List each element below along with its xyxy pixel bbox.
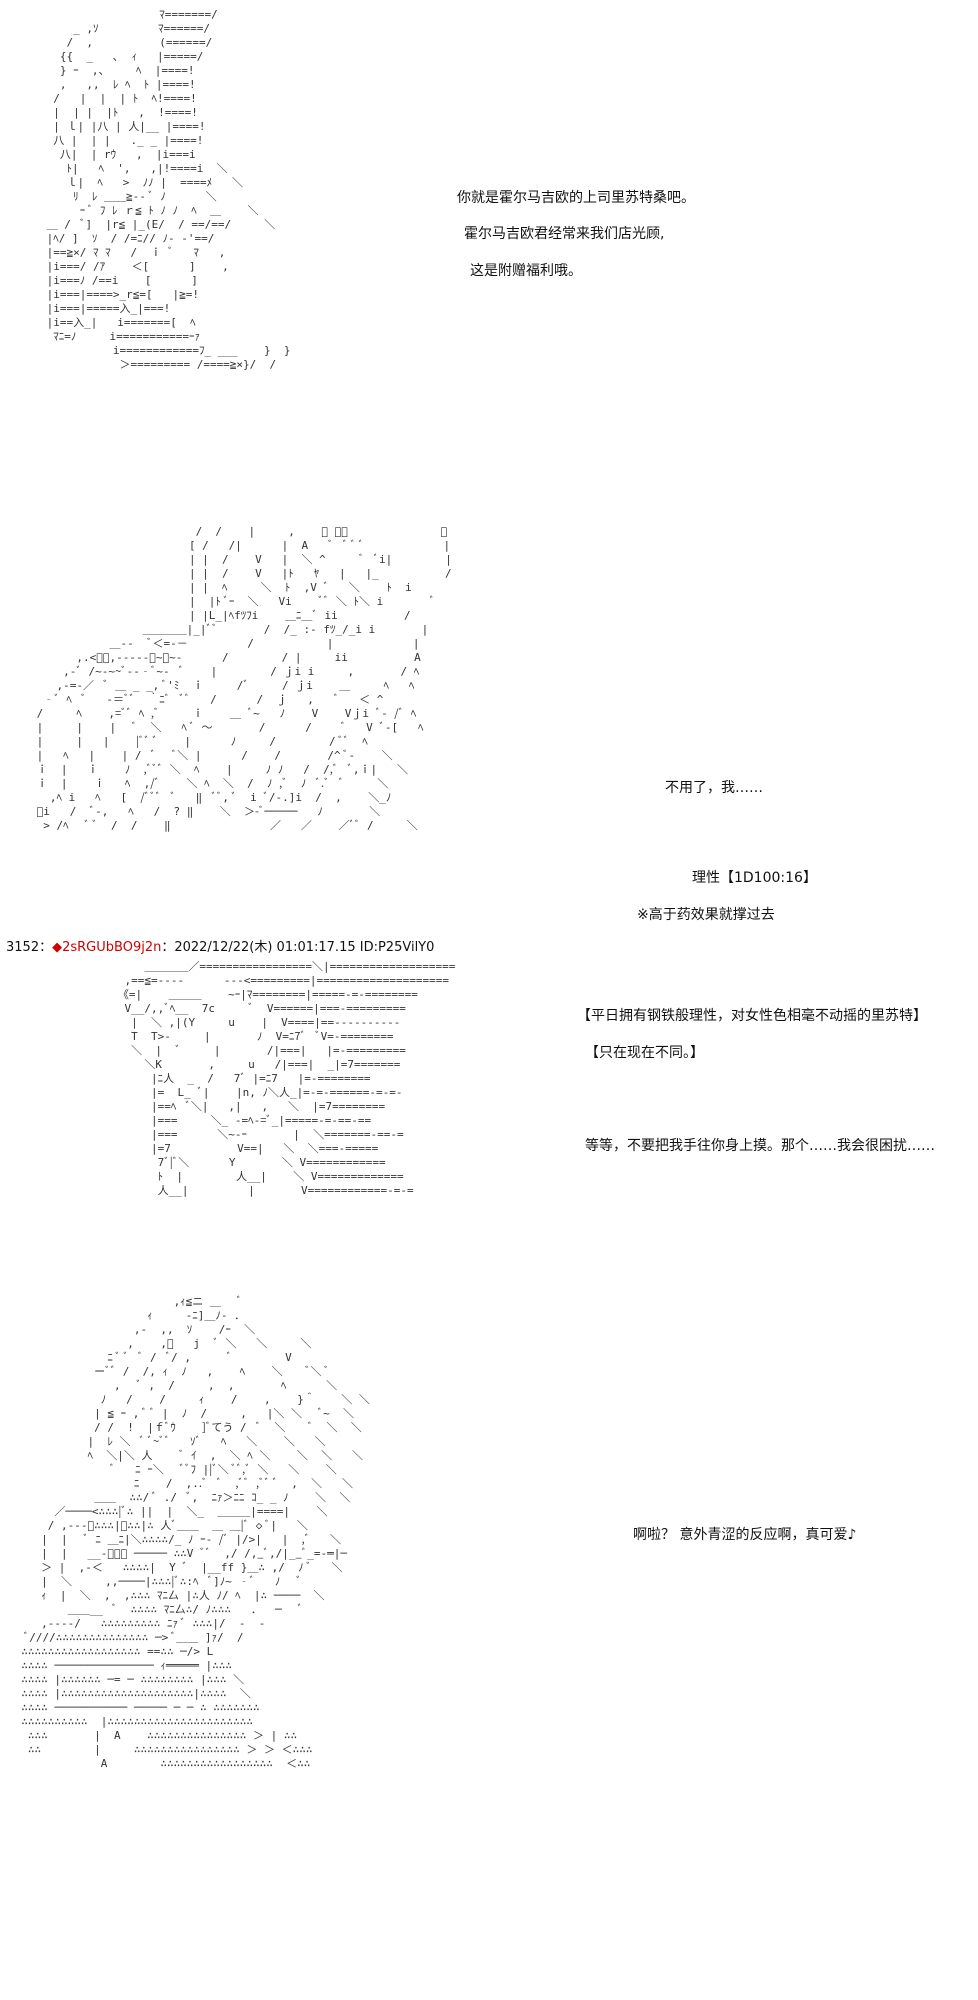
dialogue-dont-touch: 等等，不要把我手往你身上摸。那个……我会很困扰…… <box>585 1138 935 1154</box>
trip-diamond-icon: ◆ <box>52 940 63 955</box>
ascii-art-risotto-closeup: ＿＿＿＿／=================＼|================… <box>117 960 456 1197</box>
narration-only-now: 【只在现在不同。】 <box>585 1045 704 1061</box>
dialogue-line-1: 你就是霍尔马吉欧的上司里苏特桑吧。 <box>457 190 695 206</box>
ascii-art-woman-embracing: ,ｨ≦ニ ＿ ﾞ ｨ ‐ﾆ]＿ﾉ‐ ． ,‐ ,, ｿ /ｰ ＼ , ,ﾞ j … <box>21 1295 370 1770</box>
dialogue-how-cute: 啊啦？ 意外青涩的反应啊，真可爱♪ <box>633 1527 857 1543</box>
post-header: 3152：◆2sRGUbBO9j2n：2022/12/22(木) 01:01:1… <box>6 936 434 955</box>
dialogue-line-2: 霍尔马吉欧君经常来我们店光顾, <box>464 226 665 242</box>
dialogue-line-3: 这是附赠福利哦。 <box>470 263 582 279</box>
dialogue-refusal: 不用了，我…… <box>665 780 763 796</box>
post-tripcode[interactable]: 2sRGUbBO9j2n <box>62 940 162 955</box>
post-meta: ：2022/12/22(木) 01:01:17.15 ID:P25VilY0 <box>161 940 435 955</box>
narration-iron-reason: 【平日拥有钢铁般理性，对女性色相毫不动摇的里苏特】 <box>577 1008 927 1024</box>
ascii-art-risotto-hand-raised: / / | , ﾞ ＼＼ ﾞ [ / /| | A ﾞ ﾞ ﾞ ﾞ | | | … <box>30 525 452 832</box>
ascii-art-woman-with-bottle: ﾏ=======/ _ ,ｿ ﾏ======/ / , (======/ {{ … <box>46 8 291 371</box>
post-number: 3152 <box>6 940 40 955</box>
post-separator: ： <box>39 940 53 955</box>
dice-roll-sanity: 理性【1D100:16】 <box>692 870 817 886</box>
dice-roll-note: ※高于药效果就撑过去 <box>637 907 775 923</box>
